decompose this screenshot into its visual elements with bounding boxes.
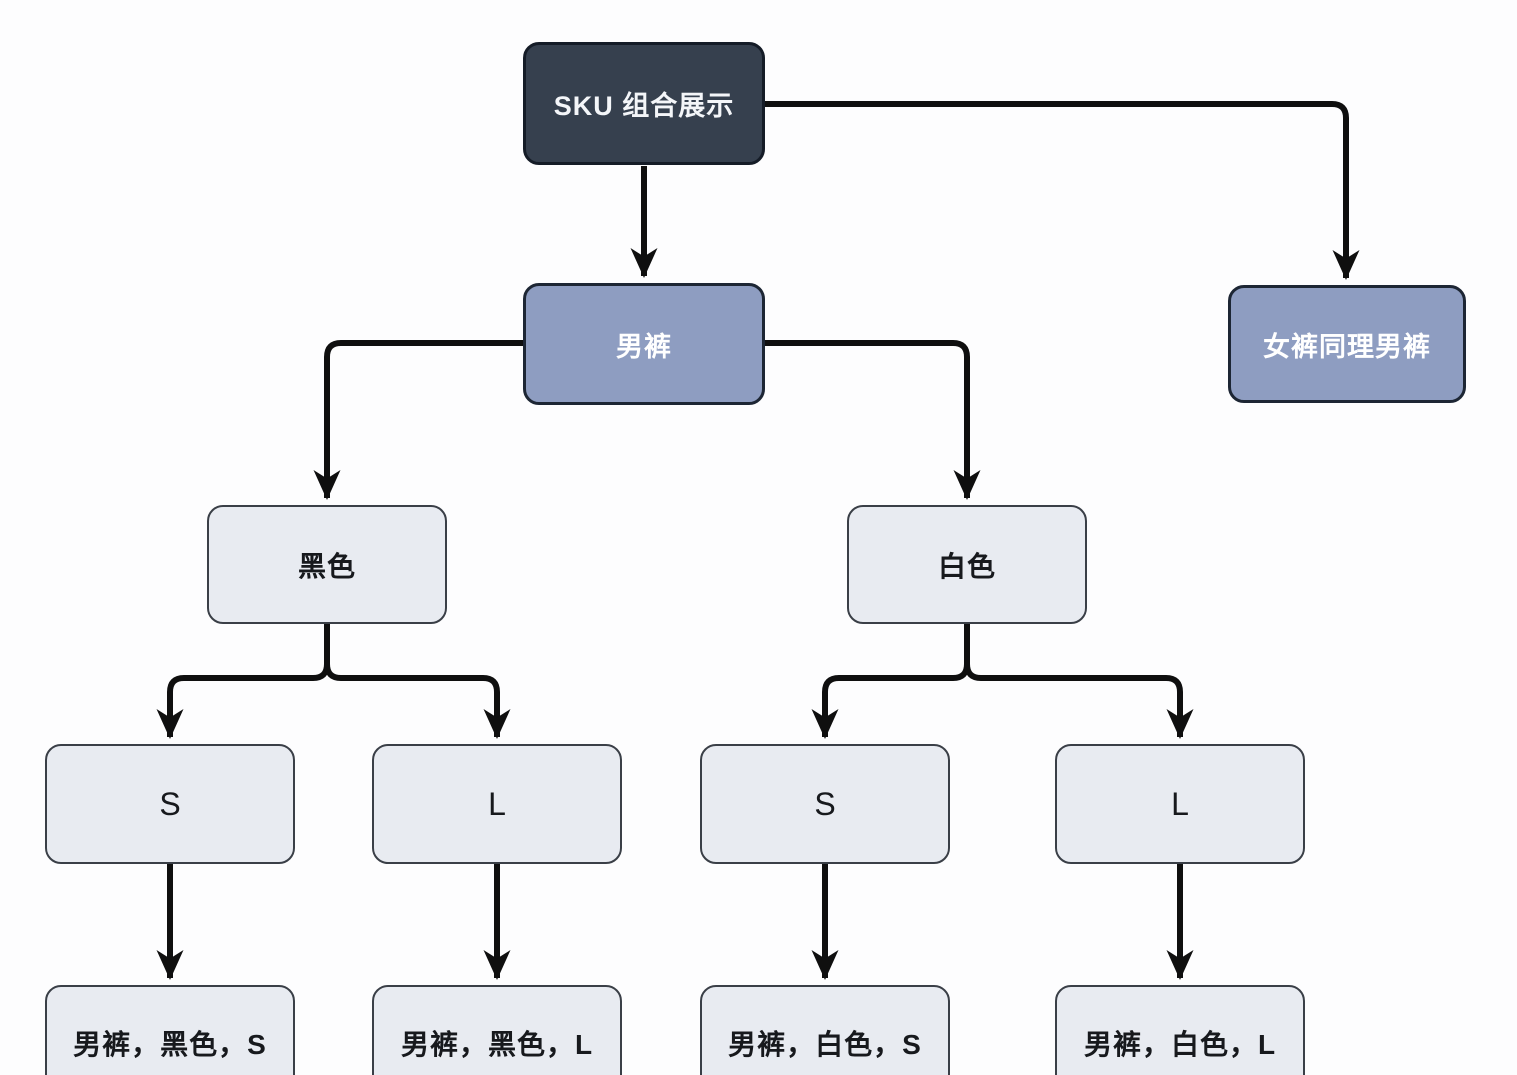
node-color-black: 黑色 [207,505,447,624]
node-sku-root: SKU 组合展示 [523,42,765,165]
node-white-size-s: S [700,744,950,864]
node-combo-white-l: 男裤，白色，L [1055,985,1305,1075]
node-combo-black-l: 男裤，黑色，L [372,985,622,1075]
node-white-size-l: L [1055,744,1305,864]
node-women-pants: 女裤同理男裤 [1228,285,1466,403]
edge-white-to-s [811,624,970,740]
node-black-size-l: L [372,744,622,864]
edge-men-pants-to-white [765,340,981,501]
node-combo-black-s: 男裤，黑色，S [45,985,295,1075]
edge-men-pants-to-black [313,340,523,501]
node-black-size-s: S [45,744,295,864]
edge-sku-to-women-pants [765,101,1360,281]
edge-white-to-l [964,624,1194,740]
node-men-pants: 男裤 [523,283,765,405]
node-combo-white-s: 男裤，白色，S [700,985,950,1075]
node-color-white: 白色 [847,505,1087,624]
edge-black-to-s [156,624,330,740]
edge-black-to-l [324,624,511,740]
